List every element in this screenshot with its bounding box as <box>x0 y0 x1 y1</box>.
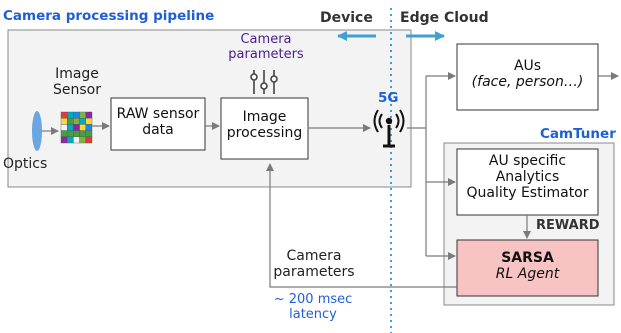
sensor-pixel <box>85 130 93 138</box>
est-line3: Quality Estimator <box>466 185 589 202</box>
sensor-pixel <box>85 111 93 119</box>
image-sensor-label: Image Sensor <box>50 66 104 98</box>
proc-line2: processing <box>226 125 303 142</box>
sensor-pixel <box>73 111 80 119</box>
optics-label: Optics <box>3 156 48 172</box>
sensor-pixel <box>73 130 80 138</box>
feedback-path <box>266 163 457 288</box>
sliders-icon <box>250 70 278 94</box>
raw-line1: RAW sensor <box>116 106 200 122</box>
processing-box-text: Image processing <box>221 109 308 141</box>
antenna-trunk-line <box>407 76 427 256</box>
5g-label: 5G <box>378 90 399 106</box>
fb-params-line2: parameters <box>273 264 355 281</box>
sensor-pixel <box>60 124 68 131</box>
antenna-icon <box>373 109 405 148</box>
sensor-pixel <box>73 124 80 131</box>
sensor-pixel <box>79 124 86 131</box>
estimator-box <box>456 148 599 216</box>
est-line1: AU specific <box>488 153 567 169</box>
sensor-pixel <box>60 130 68 138</box>
camera-parameters-top-label: Camera parameters <box>223 32 309 63</box>
sensor-pixel <box>66 117 74 125</box>
sarsa-box <box>456 239 599 297</box>
sensor-pixel <box>79 136 86 144</box>
aus-box <box>456 43 599 111</box>
sensor-pixel <box>60 117 68 125</box>
raw-box-text: RAW sensor data <box>111 106 205 138</box>
estimator-box-text: AU specific Analytics Quality Estimator <box>457 153 598 201</box>
sensor-pixel <box>85 136 93 144</box>
pipeline-panel <box>7 29 412 188</box>
sarsa-box-text: SARSA RL Agent <box>457 250 598 282</box>
aus-line2: (face, person…) <box>471 74 584 91</box>
sensor-pixel <box>60 136 68 144</box>
cam-params-line2: parameters <box>228 46 304 62</box>
reward-label: REWARD <box>536 218 600 233</box>
pipeline-title: Camera processing pipeline <box>3 8 215 24</box>
est-line2: Analytics <box>495 169 560 186</box>
sensor-pixel <box>85 124 93 131</box>
sensor-pixel <box>73 117 80 125</box>
sensor-pixel <box>66 111 74 119</box>
raw-line2: data <box>142 122 174 139</box>
sensor-pixel <box>85 117 93 125</box>
proc-line1: Image <box>242 109 287 125</box>
sensor-line2: Sensor <box>53 82 101 99</box>
sensor-pixel <box>66 130 74 138</box>
sensor-line1: Image <box>55 66 99 82</box>
sensor-pixel <box>79 130 86 138</box>
latency-line2: latency <box>289 306 337 322</box>
image-processing-box <box>220 97 309 160</box>
sensor-pixel <box>60 111 68 119</box>
sensor-pixel <box>79 111 86 119</box>
edge-cloud-label: Edge Cloud <box>400 10 489 26</box>
camtuner-title: CamTuner <box>540 126 616 142</box>
sensor-grid-icon <box>60 111 93 144</box>
latency-label: ~ 200 msec latency <box>268 292 358 323</box>
sensor-pixel <box>79 117 86 125</box>
latency-line1: ~ 200 msec <box>273 292 353 307</box>
aus-box-text: AUs (face, person…) <box>457 58 598 90</box>
sensor-pixel <box>66 124 74 131</box>
sensor-pixel <box>73 136 80 144</box>
raw-data-box <box>110 97 206 151</box>
cam-params-line1: Camera <box>240 32 292 47</box>
optics-lens-icon <box>32 111 42 151</box>
sarsa-line2: RL Agent <box>495 266 560 283</box>
sarsa-line1: SARSA <box>501 250 554 266</box>
sensor-pixel <box>66 136 74 144</box>
aus-line1: AUs <box>513 58 542 74</box>
device-label: Device <box>320 10 373 26</box>
fb-params-line1: Camera <box>286 248 342 264</box>
feedback-params-label: Camera parameters <box>272 248 356 280</box>
